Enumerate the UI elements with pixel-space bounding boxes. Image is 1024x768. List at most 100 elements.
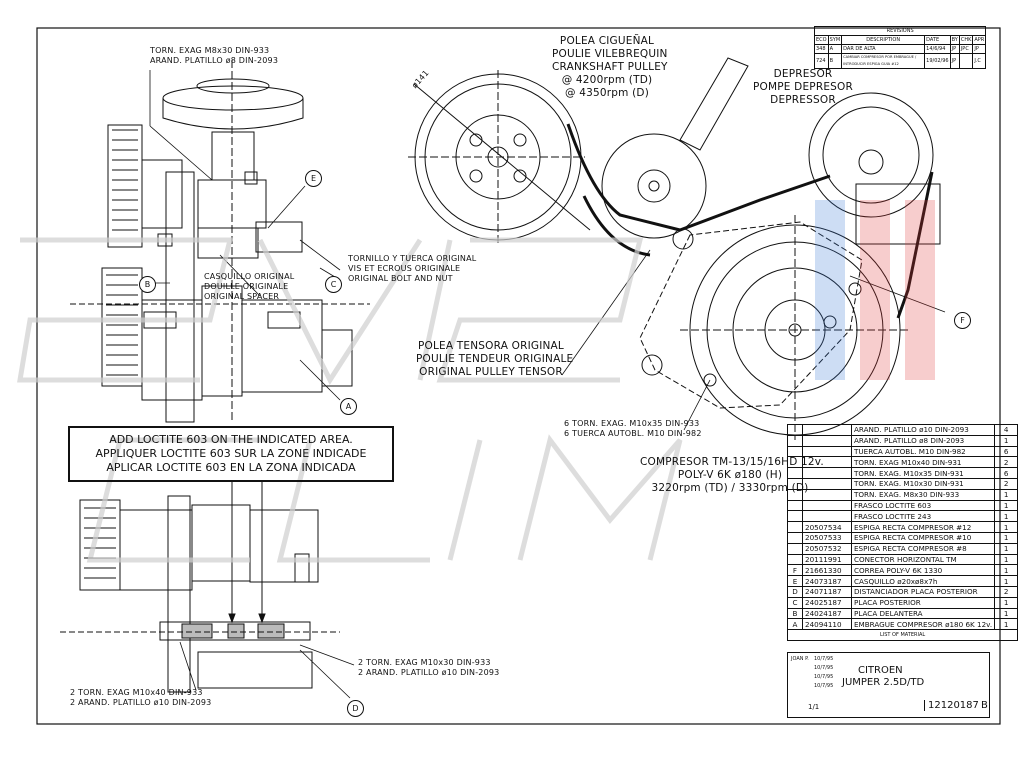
- loctite-instruction-fr: APPLIQUER LOCTITE 603 SUR LA ZONE INDICA…: [95, 447, 367, 460]
- rev-cell: 14/6/94: [924, 44, 951, 54]
- bom-find-number: [787, 467, 803, 479]
- bom-part-code: [802, 467, 852, 479]
- rev-cell: JP: [949, 53, 960, 69]
- tensioner-pulley: [601, 133, 707, 239]
- bom-quantity: 2: [994, 477, 1019, 490]
- vehicle-model: JUMPER 2.5D/TD: [842, 677, 925, 688]
- bottom-assembly-section-view: [60, 482, 340, 693]
- spacer-label-fr: DOUILLE ORIGINALE: [204, 282, 289, 291]
- bom-description: CASQUILLO ø20xø8x7h: [850, 575, 996, 587]
- bolt-nut-label-en: ORIGINAL BOLT AND NUT: [348, 274, 453, 283]
- bom-part-code: 24024187: [802, 607, 852, 620]
- bom-find-number: [787, 488, 803, 501]
- tensioner-label-fr: POULIE TENDEUR ORIGINALE: [416, 353, 574, 365]
- rev-cell: B: [827, 53, 843, 69]
- bom-part-code: 24025187: [802, 596, 852, 609]
- compressor-model-label: COMPRESOR TM-13/15/16HD 12v.: [640, 456, 824, 468]
- loctite-instruction-en: ADD LOCTITE 603 ON THE INDICATED AREA.: [109, 433, 353, 446]
- bom-quantity: 2: [994, 585, 1019, 598]
- bom-find-number: D: [787, 585, 803, 598]
- bom-quantity: 1: [994, 564, 1019, 577]
- bom-part-code: 24094110: [802, 618, 852, 631]
- rev-cell: 19/02/96: [924, 53, 951, 69]
- rev-cell: J.C: [972, 53, 987, 69]
- bom-part-code: 24073187: [802, 575, 852, 587]
- crankshaft-label-fr: POULIE VILEBREQUIN: [552, 48, 668, 60]
- bom-description: ARAND. PLATILLO ø10 DIN-2093: [850, 424, 996, 436]
- rev-header: DATE: [924, 35, 951, 45]
- rev-header: APR: [972, 35, 987, 45]
- rev-cell: A: [827, 44, 843, 54]
- compressor-pulley-label: POLY-V 6K ø180 (H): [677, 469, 783, 481]
- date-3: 10/7/95: [814, 674, 834, 680]
- top-bolt-label: TORN. EXAG M8x30 DIN-933: [150, 46, 270, 55]
- bottom-right-washer-label: 2 ARAND. PLATILLO ø10 DIN-2093: [358, 668, 500, 677]
- bom-description: TUERCA AUTOBL. M10 DIN-982: [850, 445, 996, 458]
- bom-find-number: E: [787, 575, 803, 587]
- top-washer-label: ARAND. PLATILLO ø8 DIN-2093: [150, 56, 279, 65]
- tensioner-label-es: POLEA TENSORA ORIGINAL: [417, 340, 564, 352]
- bom-part-code: 20111991: [802, 553, 852, 566]
- bom-find-number: [787, 434, 803, 447]
- bom-description: PLACA POSTERIOR: [850, 596, 996, 609]
- callout-a: A: [340, 398, 357, 415]
- compressor-rpm-label: 3220rpm (TD) / 3330rpm (D): [651, 482, 809, 494]
- depressor-label-en: DEPRESSOR: [770, 94, 836, 106]
- spacer-label-en: ORIGINAL SPACER: [204, 292, 280, 301]
- bolt-nut-label-fr: VIS ET ECROUS ORIGINALE: [348, 264, 461, 273]
- bom-quantity: 1: [994, 553, 1019, 566]
- bom-description: CONECTOR HORIZONTAL TM: [850, 553, 996, 566]
- bom-part-code: 20507533: [802, 531, 852, 544]
- loctite-instruction-box: ADD LOCTITE 603 ON THE INDICATED AREA. A…: [68, 426, 394, 482]
- bom-description: CORREA POLY-V 6K 1330: [850, 564, 996, 577]
- bom-find-number: F: [787, 564, 803, 577]
- bom-description: ESPIGA RECTA COMPRESOR #12: [850, 521, 996, 533]
- loctite-instruction-es: APLICAR LOCTITE 603 EN LA ZONA INDICADA: [106, 461, 356, 474]
- bom-description: TORN. EXAG. M10x35 DIN-931: [850, 467, 996, 479]
- bom-description: TORN. EXAG. M8x30 DIN-933: [850, 488, 996, 501]
- bom-part-code: [802, 434, 852, 447]
- bom-find-number: [787, 424, 803, 436]
- bom-quantity: 1: [994, 499, 1019, 512]
- bom-find-number: [787, 445, 803, 458]
- callout-f: F: [954, 312, 971, 329]
- bom-part-code: 21661330: [802, 564, 852, 577]
- bom-find-number: [787, 510, 803, 523]
- depressor-pump-side-view: [70, 60, 370, 423]
- rev-cell: [958, 53, 974, 69]
- bom-find-number: B: [787, 607, 803, 620]
- bottom-right-bolt-label: 2 TORN. EXAG M10x30 DIN-933: [358, 658, 491, 667]
- bottom-left-bolt-label: 2 TORN. EXAG M10x40 DIN-933: [70, 688, 203, 697]
- bom-description: FRASCO LOCTITE 603: [850, 499, 996, 512]
- bom-quantity: 1: [994, 607, 1019, 620]
- rev-cell: 348: [814, 44, 829, 54]
- bom-find-number: [787, 542, 803, 555]
- rev-header: CHK: [958, 35, 974, 45]
- bom-quantity: 1: [994, 542, 1019, 555]
- bom-description: PLACA DELANTERA: [850, 607, 996, 620]
- bottom-left-washer-label: 2 ARAND. PLATILLO ø10 DIN-2093: [70, 698, 212, 707]
- date-2: 10/7/95: [814, 665, 834, 671]
- crankshaft-rpm-td: @ 4200rpm (TD): [561, 74, 653, 86]
- callout-c: C: [325, 276, 342, 293]
- depressor-label-fr: POMPE DEPRESOR: [753, 81, 853, 93]
- bom-part-code: [802, 424, 852, 436]
- bom-find-number: [787, 531, 803, 544]
- bom-quantity: 1: [994, 434, 1019, 447]
- bom-part-code: [802, 445, 852, 458]
- crankshaft-label-es: POLEA CIGUEÑAL: [559, 35, 655, 47]
- bom-find-number: [787, 477, 803, 490]
- bom-part-code: [802, 477, 852, 490]
- bom-part-code: 24071187: [802, 585, 852, 598]
- bom-part-code: [802, 499, 852, 512]
